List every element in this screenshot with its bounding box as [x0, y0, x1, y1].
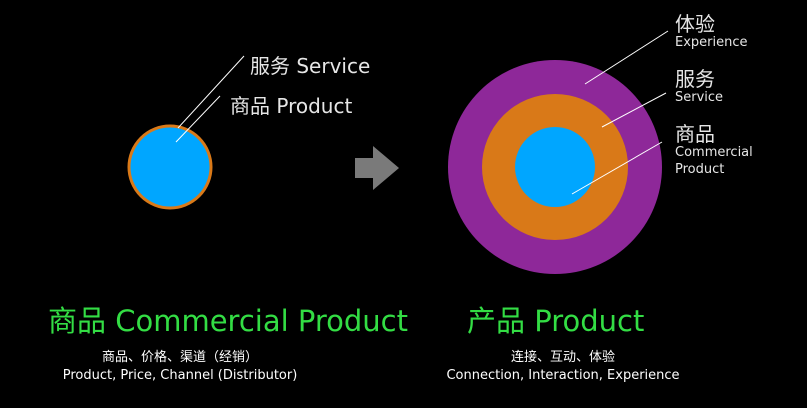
product-label-en-line2: Product [675, 162, 725, 177]
experience-label-cn: 体验 [675, 12, 715, 36]
service-label: 服务 Service [250, 54, 371, 78]
left-caption-en: Product, Price, Channel (Distributor) [62, 368, 298, 383]
left-title: 商品 Commercial Product [48, 304, 408, 338]
service-label-en: Service [675, 90, 724, 105]
product-pointer-line [175, 95, 221, 143]
right-caption-cn: 连接、互动、体验 [510, 350, 615, 365]
experience-pointer-line [584, 30, 669, 85]
product-label-cn: 商品 [675, 122, 715, 146]
right-caption-en: Connection, Interaction, Experience [446, 368, 680, 383]
left-caption-cn: 商品、价格、渠道（经销） [101, 350, 258, 365]
service-pointer-line [177, 55, 245, 129]
service-pointer-line-right [601, 92, 667, 128]
experience-label-en: Experience [675, 35, 748, 50]
product-core [515, 127, 595, 207]
commercial-product-circle [127, 124, 213, 210]
right-title: 产品 Product [467, 304, 645, 338]
product-label: 商品 Product [230, 94, 353, 118]
right-arrow-icon [355, 146, 399, 190]
product-label-en-line1: Commercial [675, 145, 753, 160]
service-label-cn: 服务 [675, 67, 715, 91]
product-pointer-line-right [571, 141, 663, 195]
